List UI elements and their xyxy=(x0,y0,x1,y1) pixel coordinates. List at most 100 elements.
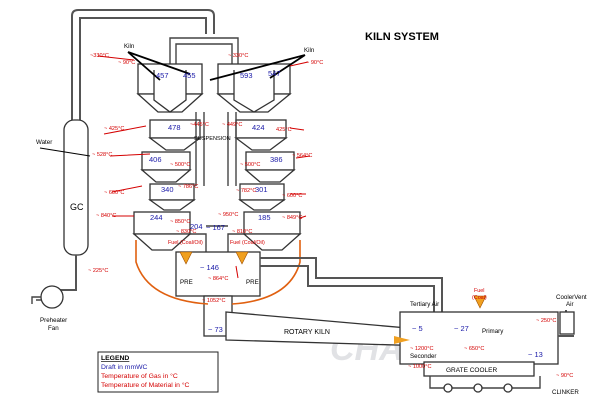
draft-478: 478 xyxy=(168,123,181,132)
gas-temp-425-left: ~ 425°C xyxy=(104,126,124,132)
pre-left-label: PRE xyxy=(180,279,193,286)
suspension-label: SUSPENSION xyxy=(194,136,231,142)
gas-temp-500-right: ~ 500°C xyxy=(240,162,260,168)
grate-cooler xyxy=(423,361,535,377)
draft-204: 204 xyxy=(190,222,203,231)
legend-box xyxy=(97,351,219,393)
gas-temp-330-left: ~330°C xyxy=(90,53,109,59)
preheater-fan xyxy=(40,285,64,309)
gas-temp-600-right: ~ 600°C xyxy=(282,193,302,199)
fuel-left-label: Fuel (Coal/Oil) xyxy=(168,240,203,246)
gas-temp-786: ~ 786°C xyxy=(178,184,198,190)
water-label: Water xyxy=(36,139,52,146)
kiln-right-label: Kiln xyxy=(304,47,315,54)
cyclone-stage-4-right xyxy=(237,183,287,211)
kiln-left-label: Kiln xyxy=(124,43,135,50)
cooler-fan-3 xyxy=(503,383,513,393)
cooler-vent-label-2: Air xyxy=(566,301,574,308)
fuel-right-label: Fuel (Coal/Oil) xyxy=(230,240,265,246)
draft-185: 185 xyxy=(258,213,271,222)
cooler-vent-label-1: CoolerVent xyxy=(556,294,587,301)
draft-340: 340 xyxy=(161,185,174,194)
kiln-right-pointer xyxy=(209,54,306,81)
gas-temp-650: ~ 650°C xyxy=(464,346,484,352)
rotary-kiln-label: ROTARY KILN xyxy=(284,329,330,336)
main-burner-fuel xyxy=(473,295,487,309)
grate-cooler-label: GRATE COOLER xyxy=(446,367,497,374)
cyclone-stage-5-left xyxy=(132,211,192,251)
cooler-fans xyxy=(429,376,541,389)
gas-temp-445: ~445°C xyxy=(190,122,209,128)
gas-temp-850: ~ 850°C xyxy=(170,219,190,225)
temperature-leader-lines xyxy=(97,55,311,279)
gas-temp-425-right: 425°C xyxy=(276,127,292,133)
fuel-burner-right xyxy=(235,251,249,265)
gc-label: GC xyxy=(70,202,84,212)
fuel-coal-label-2: (Coal) xyxy=(472,295,487,301)
duct-gc-top xyxy=(71,9,215,120)
gas-temp-782: ~ 782°C xyxy=(236,188,256,194)
gas-temp-564: ~ 564°C xyxy=(292,153,312,159)
gas-temp-830: ~ 830°C xyxy=(176,229,196,235)
draft-167: ~ 167 xyxy=(206,223,225,232)
pre-right-label: PRE xyxy=(246,279,259,286)
gas-temp-449: ~ 449°C xyxy=(222,122,242,128)
gas-temp-90-clinker: ~ 90°C xyxy=(556,373,573,379)
cyclone-stage-1-right xyxy=(216,63,292,113)
gas-temp-250: ~ 250°C xyxy=(536,318,556,324)
water-line xyxy=(39,147,91,157)
kiln-left-pointer xyxy=(127,51,191,81)
gas-temp-90-right: ~ 90°C xyxy=(306,60,323,66)
fan-outlet xyxy=(31,296,41,304)
draft-455: 455 xyxy=(183,71,196,80)
tertiary-air-duct-orange xyxy=(135,240,301,305)
duct-top-cross xyxy=(169,37,239,70)
gc-tower xyxy=(63,119,89,256)
draft-5: ~ 5 xyxy=(412,324,423,333)
legend-draft: Draft in mmWC xyxy=(101,364,148,371)
precalciner xyxy=(175,251,261,297)
secondary-air-label: Seconder xyxy=(410,353,437,360)
duct-gc-to-fan xyxy=(60,255,77,291)
draft-593: 593 xyxy=(240,71,253,80)
draft-547: 547 xyxy=(268,69,281,78)
fuel-burner-left xyxy=(179,251,193,265)
gas-temp-1052: ~ 1052°C xyxy=(202,298,226,304)
gas-temp-810: ~ 810°C xyxy=(232,229,252,235)
cyclone-stage-2-left xyxy=(148,119,202,151)
duct-gc-top-inner xyxy=(79,17,207,120)
gas-temp-864: ~ 864°C xyxy=(208,276,228,282)
burner-flame xyxy=(394,336,410,344)
draft-301: 301 xyxy=(255,185,268,194)
draft-27: ~ 27 xyxy=(454,324,469,333)
gas-temp-90-left: ~ 90°C xyxy=(118,60,135,66)
draft-146: ~ 146 xyxy=(200,263,219,272)
tertiary-air-label: Tertiary Air xyxy=(410,301,439,308)
draft-73: ~ 73 xyxy=(208,325,223,334)
gas-temp-225: ~ 225°C xyxy=(88,268,108,274)
riser-ducts xyxy=(190,112,244,254)
gas-temp-950: ~ 950°C xyxy=(218,212,238,218)
legend-heading: LEGEND xyxy=(101,355,129,362)
cooler-fan-2 xyxy=(473,383,483,393)
clinker-label: CLINKER xyxy=(552,389,579,396)
preheater-fan-label-1: Preheater xyxy=(40,317,67,324)
cooler-vent-filter xyxy=(559,311,575,335)
draft-386: 386 xyxy=(270,155,283,164)
fuel-coal-label-1: Fuel xyxy=(474,288,485,294)
gas-temp-1200: ~ 1200°C xyxy=(410,346,434,352)
preheater-fan-label-2: Fan xyxy=(48,325,59,332)
primary-air-label: Primary xyxy=(482,328,504,335)
gas-temp-1000: ~ 1000°C xyxy=(408,364,432,370)
tertiary-air-duct xyxy=(260,257,443,312)
gas-temp-849: ~ 849°C xyxy=(282,215,302,221)
draft-244: 244 xyxy=(150,213,163,222)
draft-424: 424 xyxy=(252,123,265,132)
cyclone-stage-1-left xyxy=(136,63,204,113)
draft-13: ~ 13 xyxy=(528,350,543,359)
cyclone-stage-2-right xyxy=(234,119,288,151)
legend-gas-temp: Temperature of Gas in °C xyxy=(101,372,178,380)
gas-temp-500-left: ~ 500°C xyxy=(170,162,190,168)
